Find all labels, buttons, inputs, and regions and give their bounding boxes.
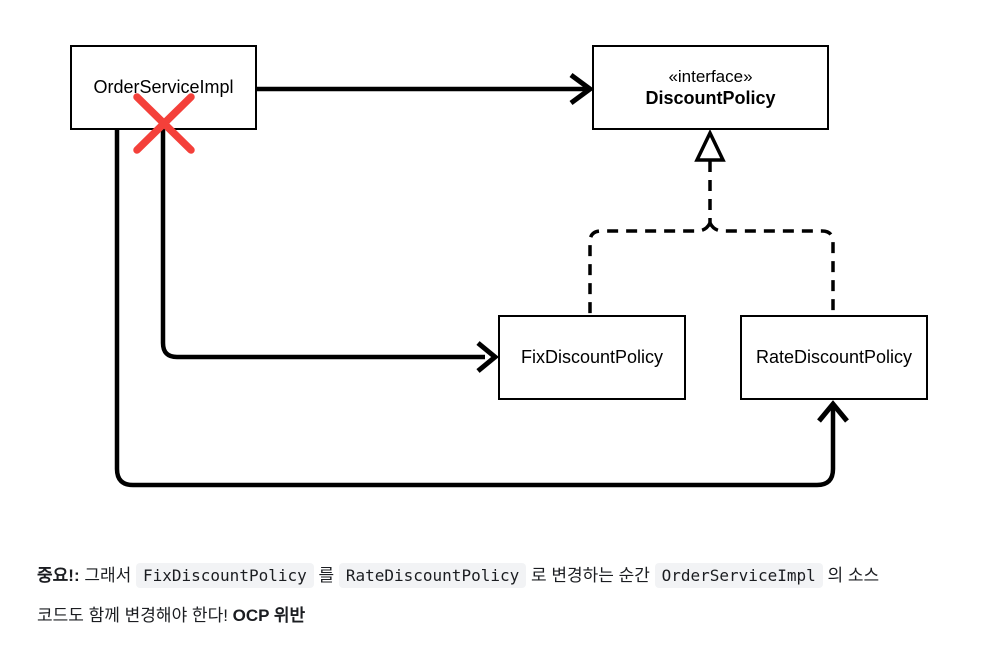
interface-stereotype: «interface» xyxy=(668,66,753,86)
dashed-branch-to-fix xyxy=(588,222,712,314)
code-rate-discount-policy: RateDiscountPolicy xyxy=(338,563,527,588)
caption-important-label: 중요!: xyxy=(37,566,80,585)
class-label-order-service-impl: OrderServiceImpl xyxy=(93,77,234,98)
code-order-service-impl: OrderServiceImpl xyxy=(654,563,823,588)
caption-line-2: 코드도 함께 변경해야 한다! OCP 위반 xyxy=(37,606,306,625)
association-arrow-order-to-discount xyxy=(257,72,595,106)
interface-box-discount-policy: «interface» DiscountPolicy xyxy=(592,45,829,130)
class-box-rate-discount-policy: RateDiscountPolicy xyxy=(740,315,928,400)
association-arrow-order-to-rate xyxy=(114,130,849,488)
interface-label-discount-policy: DiscountPolicy xyxy=(645,87,776,108)
class-box-order-service-impl: OrderServiceImpl xyxy=(70,45,257,130)
class-label-fix-discount-policy: FixDiscountPolicy xyxy=(520,347,664,368)
ocp-violation-label: OCP 위반 xyxy=(232,606,306,625)
class-label-rate-discount-policy: RateDiscountPolicy xyxy=(755,347,913,368)
caption-text: 중요!: 그래서 FixDiscountPolicy 를 RateDiscoun… xyxy=(37,556,987,636)
code-fix-discount-policy: FixDiscountPolicy xyxy=(135,563,314,588)
association-arrow-order-to-fix xyxy=(160,130,499,373)
class-box-fix-discount-policy: FixDiscountPolicy xyxy=(498,315,686,400)
hollow-triangle-arrowhead-icon xyxy=(694,128,726,162)
dashed-branch-to-rate xyxy=(708,222,835,314)
realization-connector-dashed xyxy=(588,161,835,314)
caption-line-1: 중요!: 그래서 FixDiscountPolicy 를 RateDiscoun… xyxy=(37,556,987,596)
